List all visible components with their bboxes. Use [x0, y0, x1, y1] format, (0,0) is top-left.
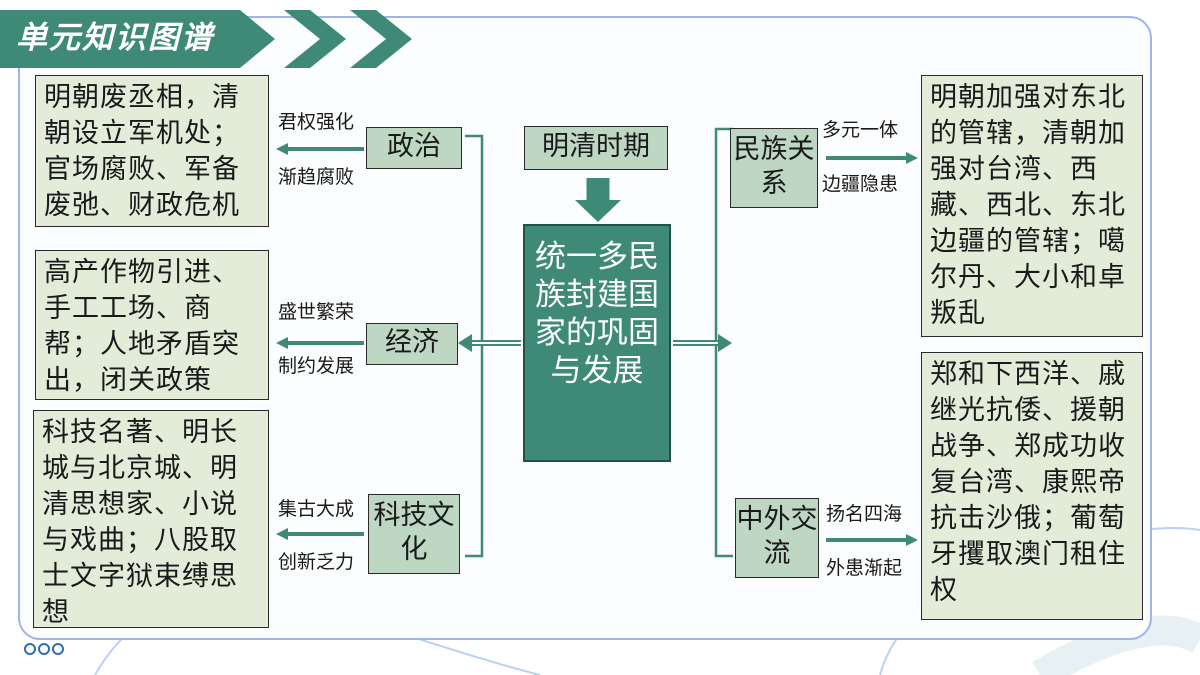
- ethnic-upper-note: 多元一体: [822, 119, 899, 141]
- culture-upper-note: 集古大成: [278, 498, 355, 520]
- arrow-left-icon: [458, 334, 521, 352]
- category-politics: 政治: [366, 127, 462, 169]
- content-box-politics: 明朝废丞相，清朝设立军机处；官场腐败、军备废弛、财政危机: [35, 75, 269, 227]
- content-box-culture: 科技名著、明长城与北京城、明清思想家、小说与戏曲；八股取士文字狱束缚思想: [33, 410, 269, 628]
- category-ethnic-relations: 民族关系: [730, 128, 818, 208]
- category-foreign-exchange: 中外交流: [735, 498, 819, 578]
- foreign-upper-note: 扬名四海: [826, 503, 903, 525]
- politics-lower-note: 渐趋腐败: [278, 166, 355, 188]
- economy-upper-note: 盛世繁荣: [278, 301, 355, 323]
- content-box-economy: 高产作物引进、手工工场、商帮；人地矛盾突出，闭关政策: [35, 250, 269, 400]
- category-culture: 科技文化: [368, 494, 460, 574]
- period-label: 明清时期: [524, 126, 668, 170]
- economy-lower-note: 制约发展: [278, 355, 355, 377]
- content-box-foreign-exchange: 郑和下西洋、戚继光抗倭、援朝战争、郑成功收复台湾、康熙帝抗击沙俄；葡萄牙攫取澳门…: [921, 352, 1143, 620]
- more-dots-icon: [24, 640, 66, 659]
- ethnic-lower-note: 边疆隐患: [822, 173, 899, 195]
- arrow-right-icon: [673, 334, 732, 352]
- title-banner: [0, 10, 275, 68]
- foreign-lower-note: 外患渐起: [826, 557, 903, 579]
- content-box-ethnic-relations: 明朝加强对东北的管辖，清朝加强对台湾、西藏、西北、东北边疆的管辖；噶尔丹、大小和…: [921, 75, 1143, 337]
- central-theme: 统一多民族封建国家的巩固与发展: [523, 224, 671, 462]
- category-economy: 经济: [366, 323, 458, 365]
- politics-upper-note: 君权强化: [278, 111, 355, 133]
- page-title: 单元知识图谱: [16, 20, 214, 56]
- culture-lower-note: 创新乏力: [278, 551, 355, 573]
